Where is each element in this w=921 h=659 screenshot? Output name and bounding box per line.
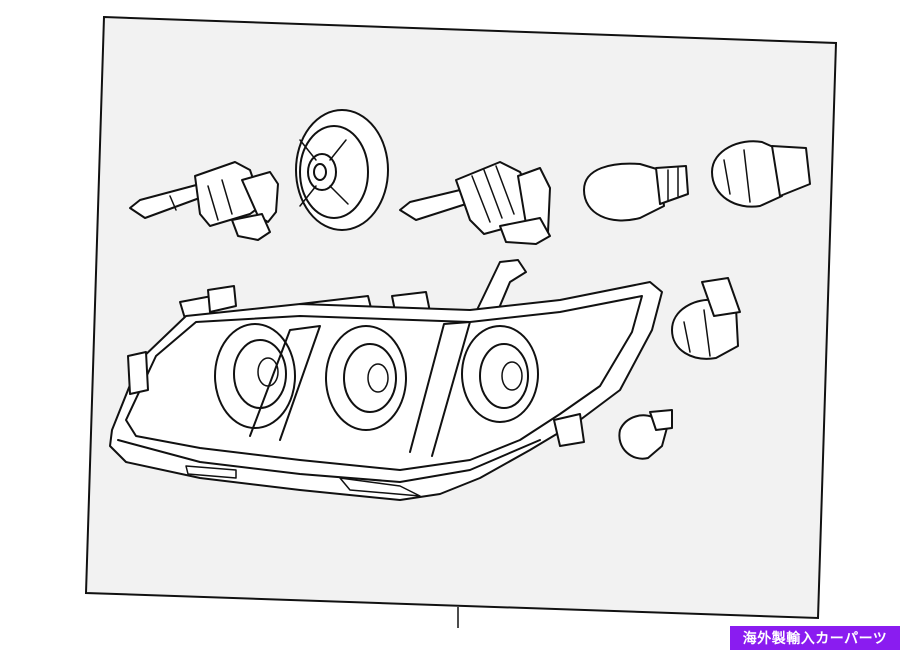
headlamp-assembly: [109, 259, 663, 501]
bulb-9006-type: [399, 161, 551, 245]
bulb-wedge-small: [618, 409, 673, 460]
shop-badge: 海外製輸入カーパーツ: [730, 626, 900, 650]
bulb-socket-upper: [711, 140, 811, 208]
dust-cap: [295, 109, 389, 231]
bulb-socket-lower: [671, 277, 741, 360]
bulb-h-type-left: [129, 161, 279, 241]
bulb-wedge-large: [583, 162, 689, 222]
